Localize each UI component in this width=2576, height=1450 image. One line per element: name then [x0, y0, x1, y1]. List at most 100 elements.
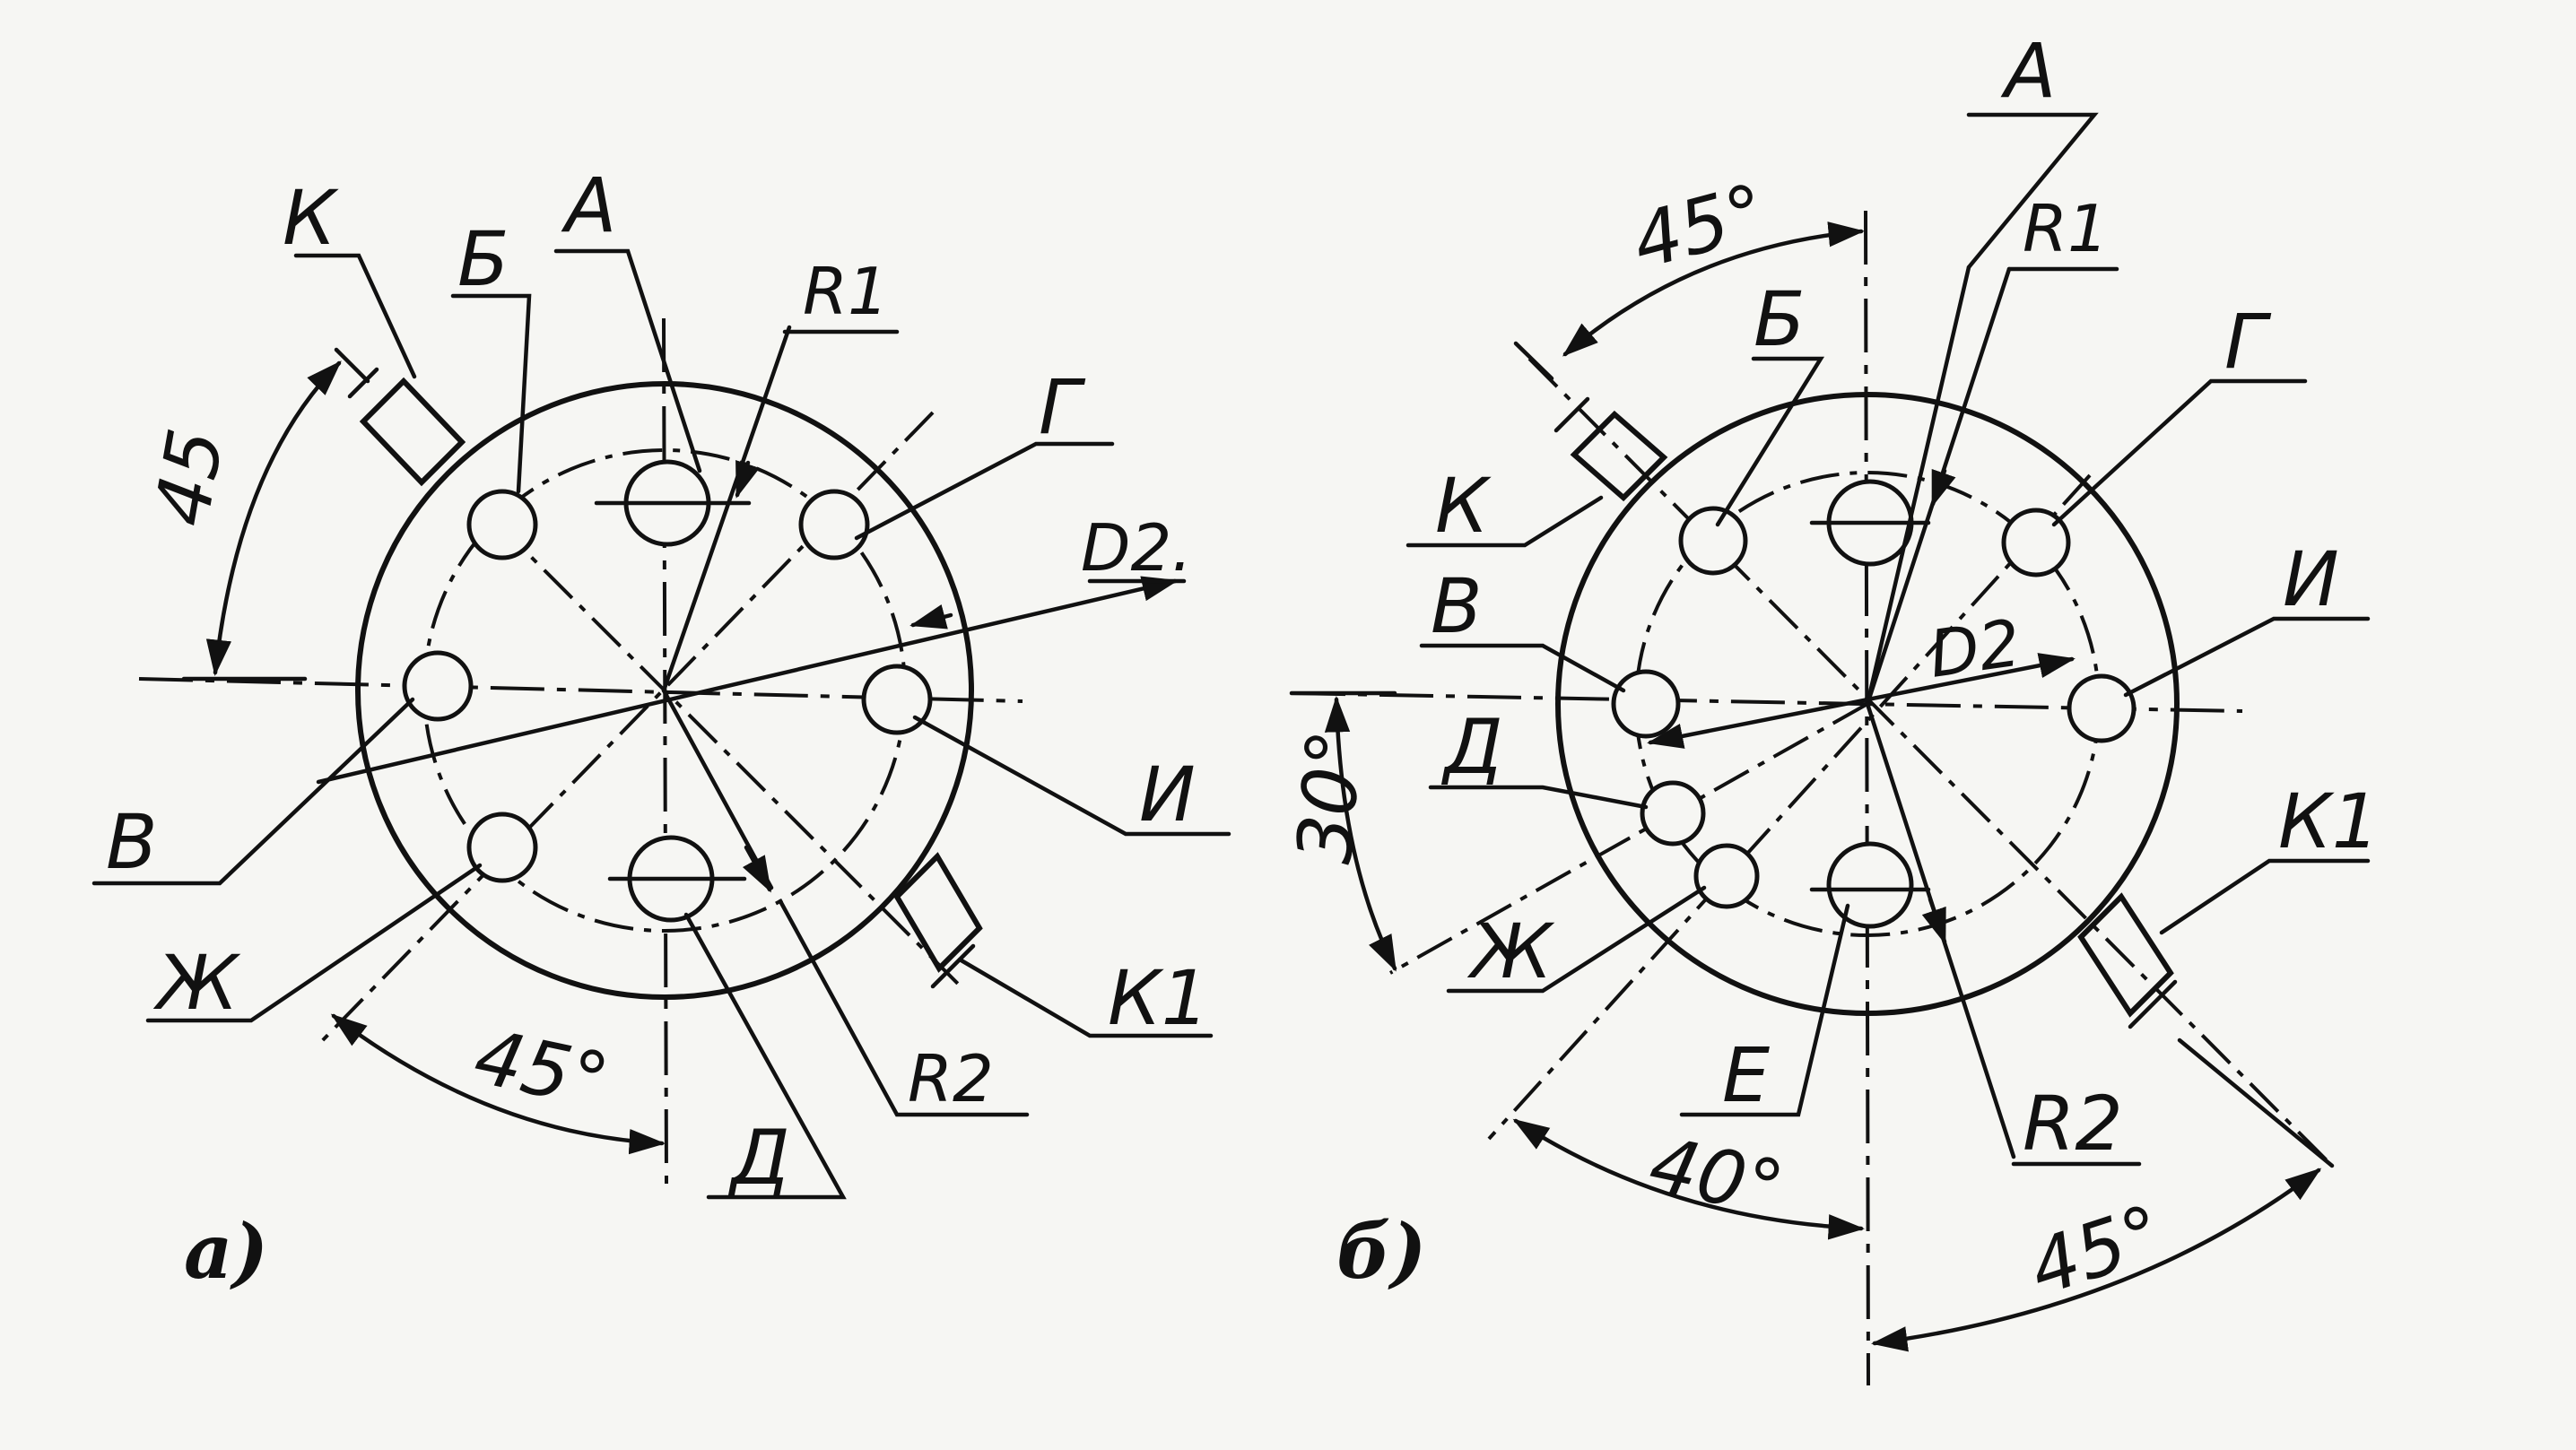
figure-a-angle-arc-top — [205, 360, 342, 677]
figure-b-caption: б) — [1336, 1207, 1426, 1296]
figure-a-hole-g — [798, 489, 870, 560]
figure-b-leader-e — [1679, 903, 1850, 1117]
figure-b-label-d2: D2 — [1925, 605, 2025, 692]
figure-a-caption: а) — [184, 1207, 268, 1296]
figure-b-d2-line — [1647, 653, 2076, 749]
figure-b-leader-k1 — [2159, 858, 2371, 935]
figure-b-leader-b — [1715, 356, 1825, 527]
figure-b-nozzle-k-flange — [1553, 396, 1590, 433]
figure-b-hole-i — [2067, 673, 2137, 743]
figure-a-label-a: А — [561, 161, 616, 249]
figure-b-hole-b — [1678, 506, 1748, 576]
figure-b-hole-zh — [1693, 843, 1760, 909]
figure-b-label-k1: К1 — [2278, 777, 2380, 865]
figure-b-hole-v — [1611, 669, 1681, 739]
figure-a-leader-v — [91, 697, 415, 886]
figure-a-flange-circle — [355, 381, 974, 1000]
figure-a-hole-zh — [466, 812, 538, 883]
figure-b-label-g: Г — [2224, 298, 2272, 386]
figure-b-r2-arrow — [1921, 897, 1947, 945]
figure-b-leader-v — [1419, 643, 1626, 693]
figure-a-nozzle-k1-flange — [930, 943, 976, 989]
figure-a-leader-k1 — [957, 957, 1214, 1038]
figure-b-angle-arc-bottom-left — [1512, 1118, 1866, 1240]
figure-b-hole-e — [1826, 841, 1914, 929]
figure-a-nozzle-k-flange — [347, 367, 379, 399]
figure-b-ext-line-top — [1513, 341, 1554, 381]
figure-b-angle-arc-left — [1324, 695, 1397, 972]
figure-b-nozzle-k1 — [2077, 892, 2174, 1018]
figure-b-label-k: К — [1435, 462, 1492, 550]
figure-a-label-b: Б — [457, 215, 509, 303]
figure-b-diagonal-line-2 — [1487, 473, 2092, 1141]
figure-b-hole-d — [1640, 780, 1706, 847]
figure-a-label-k: К — [283, 174, 339, 262]
figure-a-label-i: И — [1139, 751, 1196, 838]
figure-a-leader-r2 — [778, 899, 1030, 1117]
figure-a-ext-line-k — [334, 347, 370, 384]
figure-a-diagonal-line-1 — [494, 520, 964, 990]
figure-a-leader-b — [450, 293, 532, 494]
figure-a-leader-d — [683, 912, 847, 1200]
figure-b-angle-top: 45° — [1623, 167, 1775, 286]
figure-b-angle-arc-top — [1562, 221, 1866, 357]
figure-b-label-zh: Ж — [1466, 907, 1555, 995]
figure-b-angle-arc-bottom-right — [1870, 1168, 2322, 1352]
figure-b-a-leader-line — [1865, 265, 1971, 707]
figure-a-label-g: Г — [1039, 363, 1086, 451]
figure-b-leader-d — [1428, 785, 1649, 810]
figure-a-hole-i — [861, 664, 933, 735]
figure-a-label-zh: Ж — [152, 939, 241, 1027]
figure-a-hole-b — [466, 489, 538, 560]
figure-a-leader-g — [854, 441, 1115, 541]
figure-b-hole-g — [2001, 508, 2071, 577]
figure-a-label-r1: R1 — [803, 254, 889, 329]
figure-b-label-b: Б — [1754, 275, 1806, 363]
figure-a-leader-k — [293, 253, 417, 379]
figure-b-nozzle-k1-flange — [2128, 979, 2178, 1029]
figure-b-label-d: Д — [1440, 703, 1503, 791]
figure-b-diagonal-line-3 — [1389, 702, 1868, 975]
figure-a-r1-line — [661, 325, 792, 693]
figure-a-angle-arc-bottom — [330, 1013, 666, 1155]
figure-b-label-r1: R1 — [2023, 191, 2109, 266]
figure-a-nozzle-k — [359, 377, 466, 487]
figure-b-label-r2: R2 — [2023, 1080, 2123, 1168]
figure-b-angle-bottom-left: 40° — [1642, 1120, 1791, 1234]
figure-a-leader-zh — [145, 863, 483, 1023]
figure-b-vertical-axis — [1864, 210, 1870, 1386]
figure-b-label-v: В — [1431, 562, 1483, 650]
figure-a-r2-arrow — [742, 845, 772, 893]
figure-b-label-e: Е — [1722, 1031, 1770, 1119]
figure-a-leader-a — [553, 248, 702, 473]
figure-b-leader-a — [1966, 112, 2099, 270]
figure-b-nozzle-k — [1570, 410, 1668, 502]
figure-b-label-i: И — [2283, 535, 2339, 623]
figure-a-label-v: В — [106, 798, 158, 886]
figure-b-leader-i — [2123, 616, 2371, 698]
figure-a-label-k1: К1 — [1108, 954, 1209, 1042]
figure-a: К Б А R1 Г D2. В И Ж К1 R2 Д 45 45° а) — [91, 161, 1231, 1296]
figure-a-angle-top-left: 45 — [137, 422, 240, 532]
figure-b-label-a: А — [2000, 27, 2056, 115]
figure-a-angle-bottom: 45° — [467, 1012, 616, 1126]
figure-a-r1-arrow — [735, 459, 760, 499]
figure-b-ext-line-bottom-right — [2177, 1038, 2335, 1168]
figure-b-leader-g — [2051, 378, 2308, 527]
figure-b-diagonal-line-1 — [1527, 357, 2334, 1168]
figure-a-leader-i — [912, 715, 1231, 837]
figure-a-d2-line — [316, 576, 1179, 785]
figure-b-leader-k — [1405, 495, 1604, 548]
figure-a-hole-v — [402, 650, 474, 722]
figure-a-d2-arrow — [909, 604, 953, 629]
figure-a-label-r2: R2 — [908, 1041, 994, 1116]
figure-b-angle-left: 30° — [1280, 726, 1379, 867]
figure-b-leader-zh — [1446, 885, 1707, 994]
figure-b-r1-arrow — [1930, 468, 1956, 508]
figure-b-angle-bottom-right: 45° — [2019, 1188, 2173, 1313]
figure-b: А R1 Б Г К В И D2 Д К1 Ж Е R2 45° 30° 40… — [1280, 27, 2380, 1386]
figure-a-nozzle-k1 — [893, 852, 983, 973]
figure-b-flange-circle — [1555, 392, 2180, 1016]
figure-a-label-d: Д — [727, 1114, 790, 1202]
